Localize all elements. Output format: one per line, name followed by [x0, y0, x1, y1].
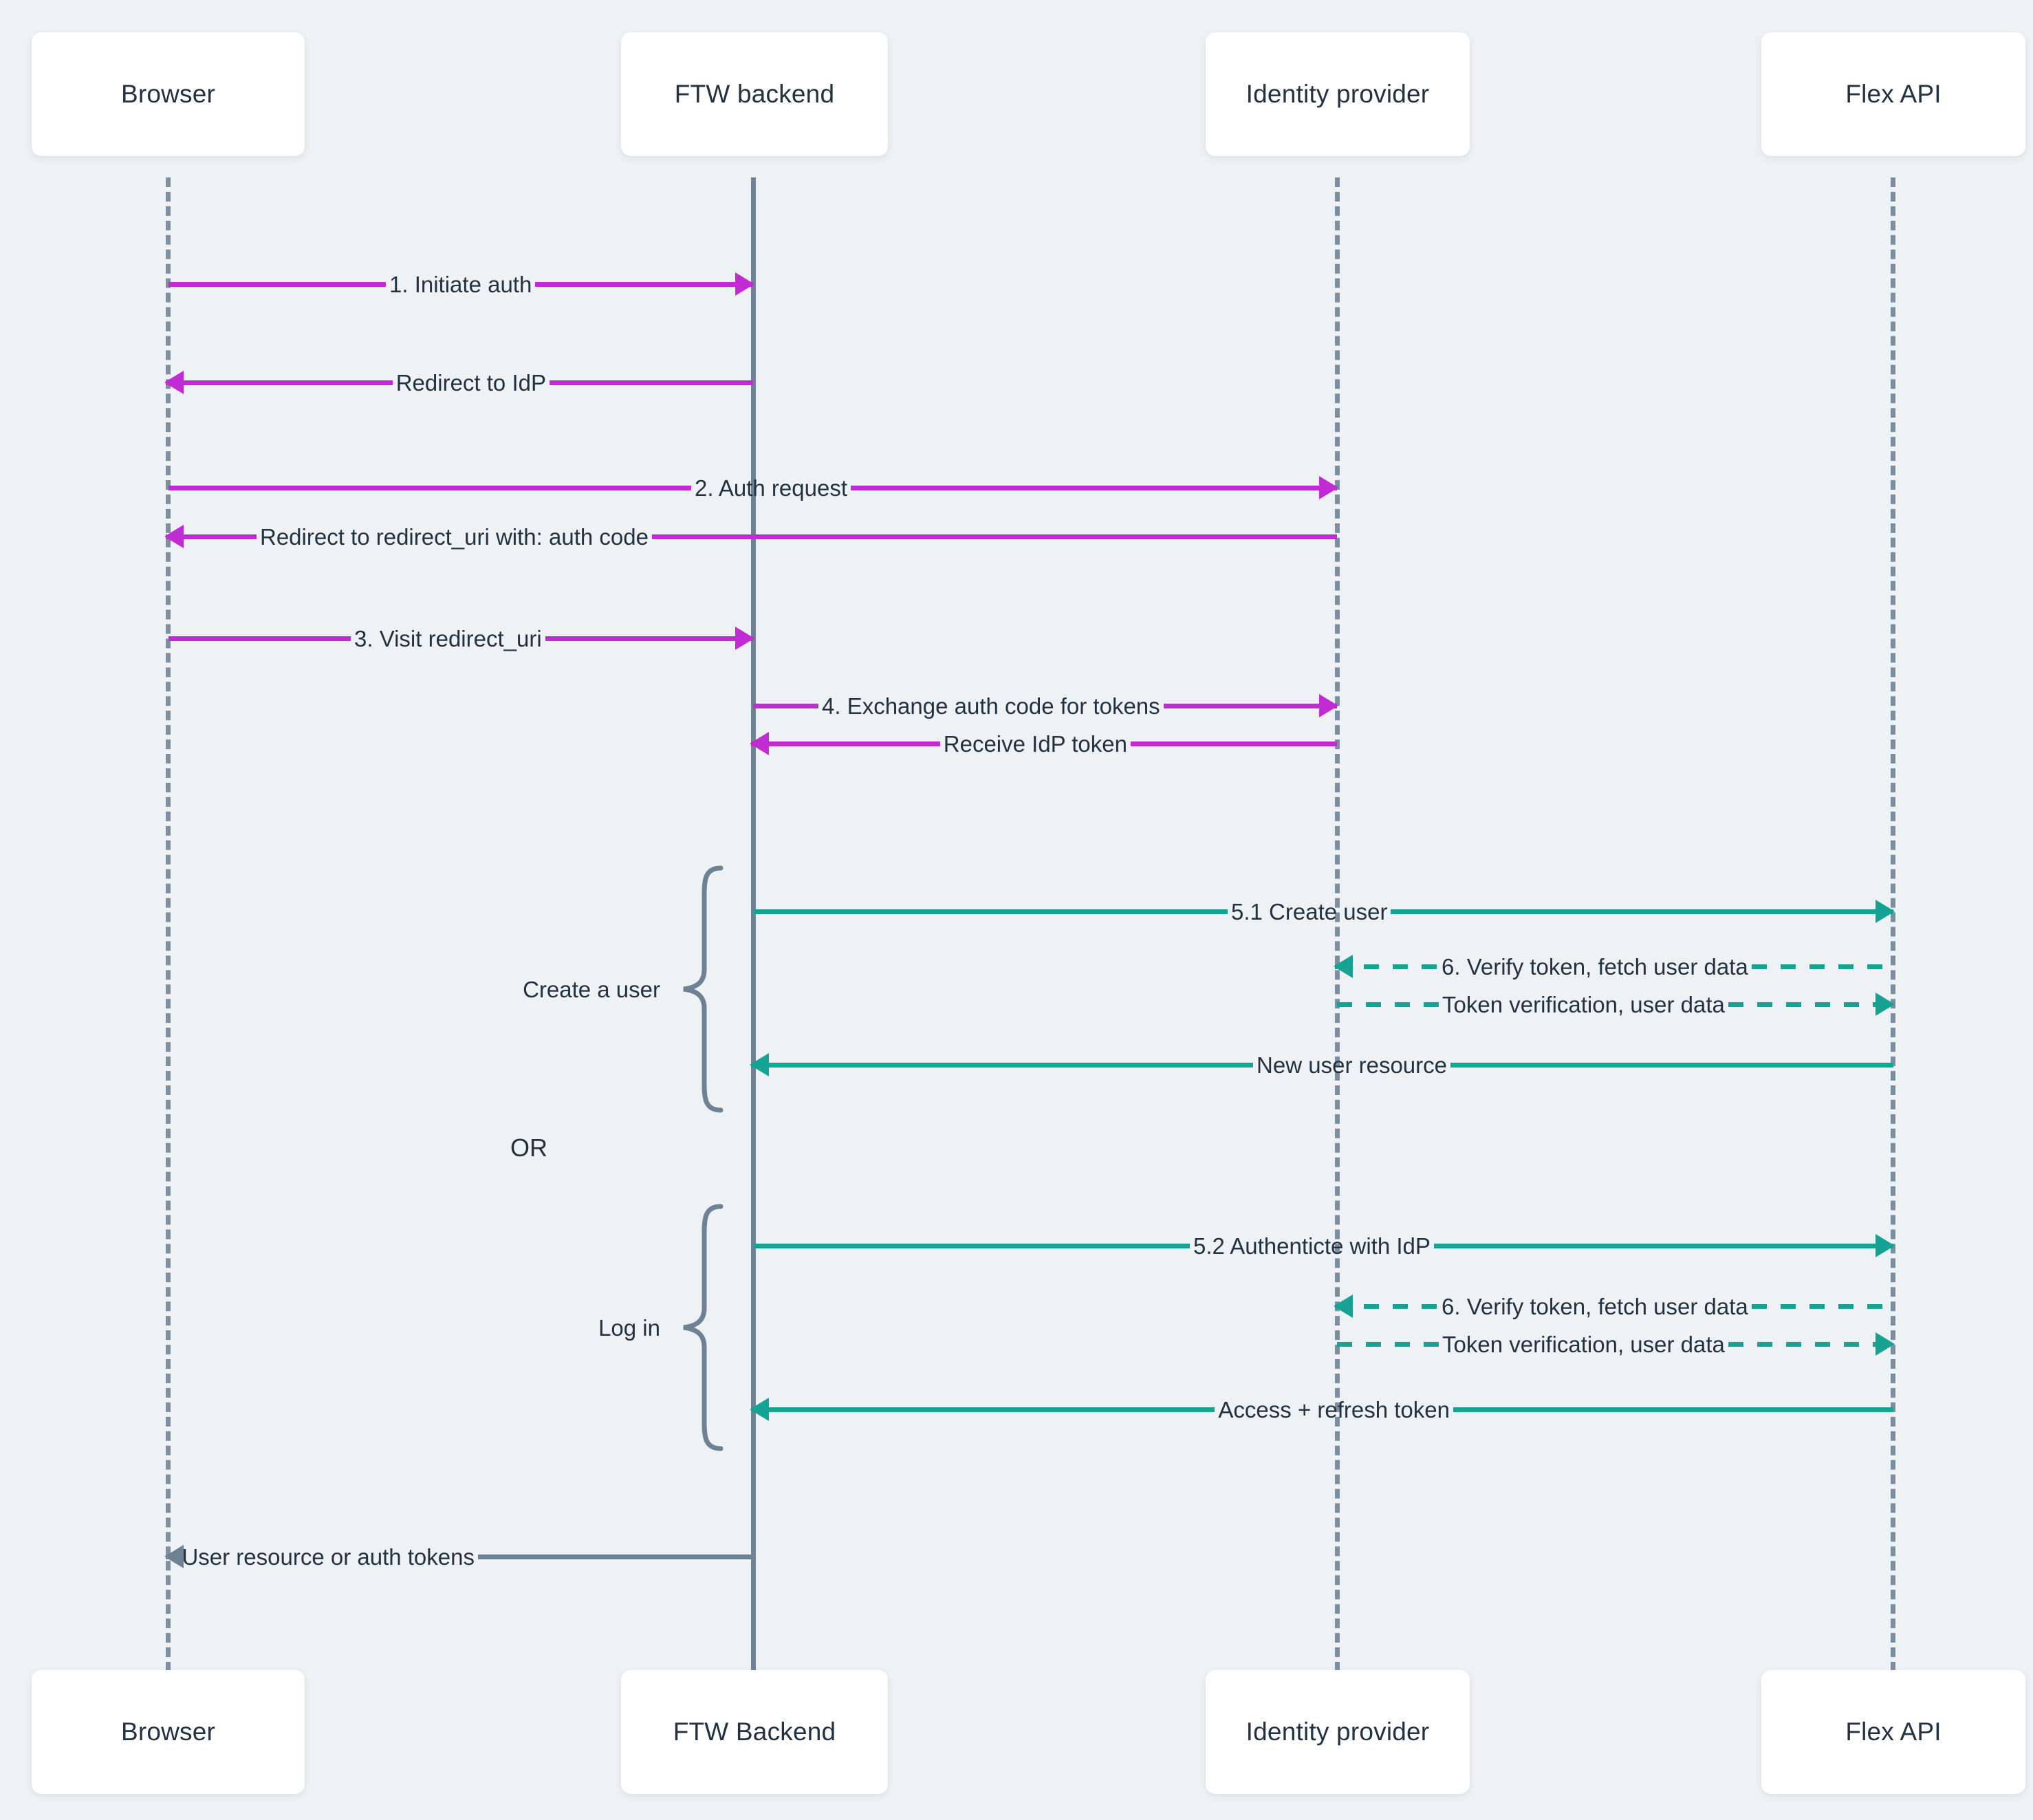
lifeline-flex-api — [1891, 177, 1900, 1671]
participant-label: Browser — [120, 80, 216, 108]
group-label-create-a-user: Create a user — [385, 977, 660, 1003]
message-label: 5.1 Create user — [1231, 898, 1388, 924]
message-redirect-to-redirect-uri: Redirect to redirect_uri with: auth code — [164, 521, 1337, 552]
group-label-log-in: Log in — [385, 1315, 660, 1341]
message-label: 1. Initiate auth — [389, 271, 532, 297]
message-4-exchange-auth-code: 4. Exchange auth code for tokens — [753, 690, 1338, 722]
message-redirect-to-idp: Redirect to IdP — [164, 367, 753, 398]
brace-log-in — [681, 1204, 724, 1451]
group-label-text: Log in — [598, 1315, 660, 1341]
separator-or: OR — [510, 1134, 547, 1162]
message-new-user-resource: New user resource — [750, 1049, 1893, 1081]
separator-or-text: OR — [510, 1134, 547, 1162]
message-user-resource-or-auth-tokens: User resource or auth tokens — [164, 1541, 753, 1572]
participant-label: Flex API — [1845, 1718, 1942, 1746]
message-label: Redirect to redirect_uri with: auth code — [260, 523, 649, 550]
message-label: 3. Visit redirect_uri — [354, 625, 542, 651]
message-5-2-authenticate-with-idp: 5.2 Authenticte with IdP — [753, 1230, 1895, 1261]
message-label: 2. Auth request — [695, 475, 847, 501]
message-label: New user resource — [1257, 1052, 1447, 1078]
lifeline-identity-provider — [1335, 177, 1345, 1671]
brace-create-a-user — [681, 865, 724, 1113]
message-6-verify-token-fetch-user-data-create: 6. Verify token, fetch user data — [1334, 951, 1893, 982]
participant-box-identity-provider-top: Identity provider — [1206, 32, 1470, 156]
group-label-text: Create a user — [523, 977, 660, 1002]
participant-box-flex-api-bottom: Flex API — [1761, 1670, 2025, 1794]
participant-box-identity-provider-bottom: Identity provider — [1206, 1670, 1470, 1794]
message-2-auth-request: 2. Auth request — [168, 472, 1338, 503]
participant-label: FTW Backend — [673, 1718, 836, 1746]
lifeline-ftw-backend — [751, 177, 761, 1671]
message-label: Token verification, user data — [1442, 1331, 1725, 1357]
message-token-verification-user-data-create: Token verification, user data — [1337, 988, 1895, 1020]
lifeline-browser — [166, 177, 175, 1671]
message-label: 6. Verify token, fetch user data — [1442, 953, 1748, 979]
participant-label: Browser — [120, 1718, 216, 1746]
message-label: User resource or auth tokens — [182, 1543, 475, 1570]
participant-box-ftw-backend-top: FTW backend — [621, 32, 888, 156]
message-3-visit-redirect-uri: 3. Visit redirect_uri — [168, 622, 754, 654]
participant-box-browser-bottom: Browser — [32, 1670, 305, 1794]
participant-box-ftw-backend-bottom: FTW Backend — [621, 1670, 888, 1794]
message-label: Redirect to IdP — [395, 369, 546, 396]
participant-label: Identity provider — [1246, 80, 1430, 108]
participant-label: Identity provider — [1246, 1718, 1430, 1746]
message-6-verify-token-fetch-user-data-login: 6. Verify token, fetch user data — [1334, 1290, 1893, 1322]
message-label: 6. Verify token, fetch user data — [1442, 1293, 1748, 1319]
message-label: Access + refresh token — [1218, 1396, 1450, 1422]
message-1-initiate-auth: 1. Initiate auth — [168, 268, 754, 300]
participant-label: Flex API — [1845, 80, 1942, 108]
message-access-refresh-token: Access + refresh token — [750, 1394, 1893, 1425]
message-label: Token verification, user data — [1442, 991, 1725, 1017]
message-5-1-create-user: 5.1 Create user — [753, 896, 1895, 927]
message-label: 4. Exchange auth code for tokens — [822, 693, 1160, 719]
participant-box-flex-api-top: Flex API — [1761, 32, 2025, 156]
participant-label: FTW backend — [674, 80, 835, 108]
message-receive-idp-token: Receive IdP token — [750, 728, 1337, 759]
message-token-verification-user-data-login: Token verification, user data — [1337, 1328, 1895, 1360]
participant-box-browser-top: Browser — [32, 32, 305, 156]
message-label: Receive IdP token — [943, 730, 1127, 757]
message-label: 5.2 Authenticte with IdP — [1193, 1233, 1431, 1259]
